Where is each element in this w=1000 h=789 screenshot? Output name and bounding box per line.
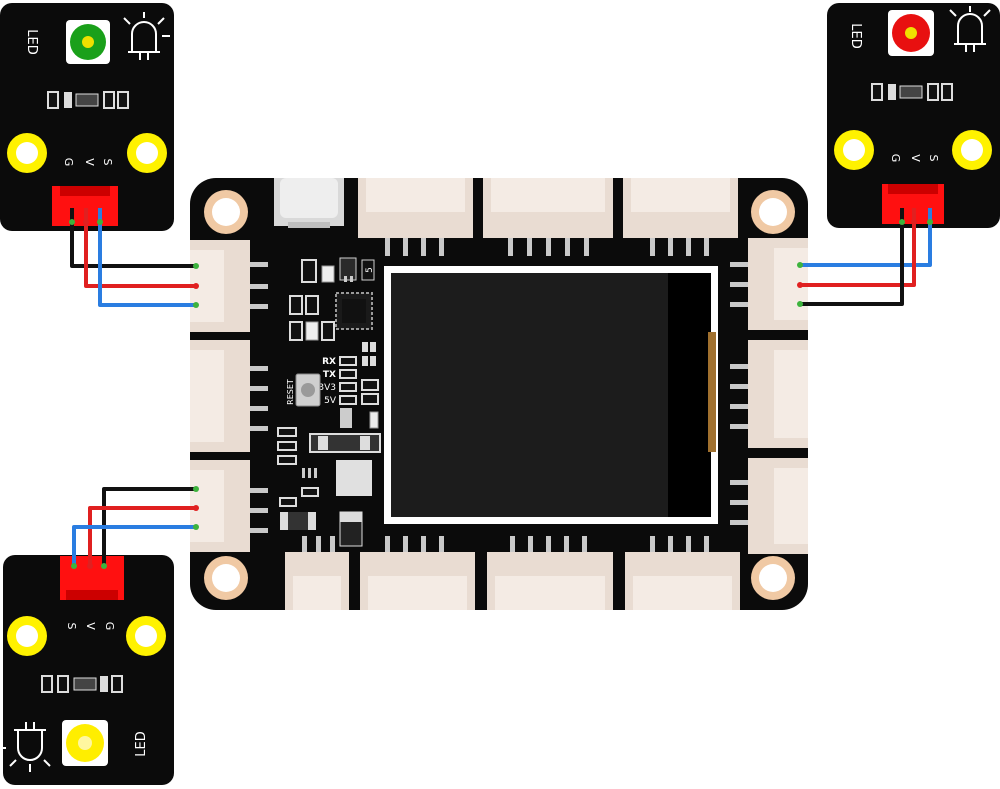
led-symbol-icon (949, 6, 991, 52)
wire-black-red-module (800, 208, 904, 306)
top-connectors (358, 178, 738, 256)
wire-red-green-module (84, 208, 196, 288)
led-symbol-icon (123, 12, 170, 60)
mounting-hole-top-right (751, 190, 795, 234)
connector-left-1[interactable] (190, 240, 268, 332)
connector-right-3[interactable] (730, 458, 808, 554)
reset-label: RESET (286, 379, 295, 405)
led-module-yellow: S V G LED (0, 555, 174, 785)
connector-top-2[interactable] (483, 178, 613, 256)
pin-label-s: S (101, 159, 114, 166)
led-red (888, 10, 934, 56)
led-module-red: LED G V S (827, 3, 1000, 228)
bottom-connectors (285, 536, 740, 610)
wire-black-yellow-module (102, 487, 196, 566)
connector-bottom-4[interactable] (625, 536, 740, 610)
led-3v3 (339, 382, 357, 392)
mounting-hole-top-left (204, 190, 248, 234)
pin-label-s: S (65, 623, 78, 630)
led-module-green: LED G V S (0, 3, 174, 231)
connector-left-2[interactable] (190, 340, 268, 452)
led-yellow (62, 720, 108, 766)
status-labels: RX TX 3V3 5V (318, 356, 357, 406)
smd-row (41, 675, 123, 693)
right-connectors (730, 238, 808, 554)
wire-black-green-module (70, 208, 196, 268)
connector-left-3[interactable] (190, 460, 268, 552)
regulator-chip (339, 257, 357, 282)
tft-display (384, 266, 718, 524)
module-title: LED (134, 731, 149, 756)
led-5v (339, 395, 357, 405)
led-rx (339, 356, 357, 366)
wire-red-yellow-module (88, 506, 196, 566)
led-green (66, 20, 110, 64)
left-connectors (190, 240, 268, 552)
mounting-hole-bottom-right (751, 556, 795, 600)
mounting-hole-bottom-left (204, 556, 248, 600)
pin-label-v: V (909, 154, 922, 162)
pin-label-g: G (103, 622, 116, 631)
module-title: LED (848, 23, 863, 48)
connector-bottom-2[interactable] (360, 536, 475, 610)
led-tx (339, 369, 357, 379)
smd-row (47, 91, 129, 109)
pin-label-v: V (84, 622, 97, 630)
wire-blue-yellow-module (72, 525, 196, 566)
reset-button[interactable] (295, 373, 321, 407)
smd-row (871, 83, 953, 101)
chip-mark-5: 5 (361, 259, 375, 281)
label-rx: RX (322, 357, 336, 367)
connector-bottom-3[interactable] (487, 536, 613, 610)
chip-mark-label: 5 (365, 267, 375, 273)
pin-label-s: S (927, 155, 940, 162)
wire-blue-green-module (98, 208, 196, 307)
wire-blue-red-module (800, 208, 932, 267)
label-3v3: 3V3 (318, 383, 336, 393)
pin-label-g: G (889, 154, 902, 163)
module-title: LED (24, 29, 39, 54)
label-tx: TX (323, 370, 336, 380)
wire-red-red-module (800, 208, 916, 287)
pin-label-v: V (83, 158, 96, 166)
pin-label-g: G (62, 158, 75, 167)
usb-c-port[interactable] (274, 178, 344, 228)
connector-right-2[interactable] (730, 340, 808, 448)
main-controller-board: 5 (190, 178, 808, 610)
connector-top-1[interactable] (358, 178, 473, 256)
led-symbol-icon (0, 722, 51, 772)
connector-bottom-1[interactable] (285, 536, 349, 610)
connector-top-3[interactable] (623, 178, 738, 256)
wires (69, 208, 933, 569)
smd-components (277, 259, 381, 547)
mcu-chip (335, 292, 373, 330)
label-5v: 5V (324, 396, 337, 406)
